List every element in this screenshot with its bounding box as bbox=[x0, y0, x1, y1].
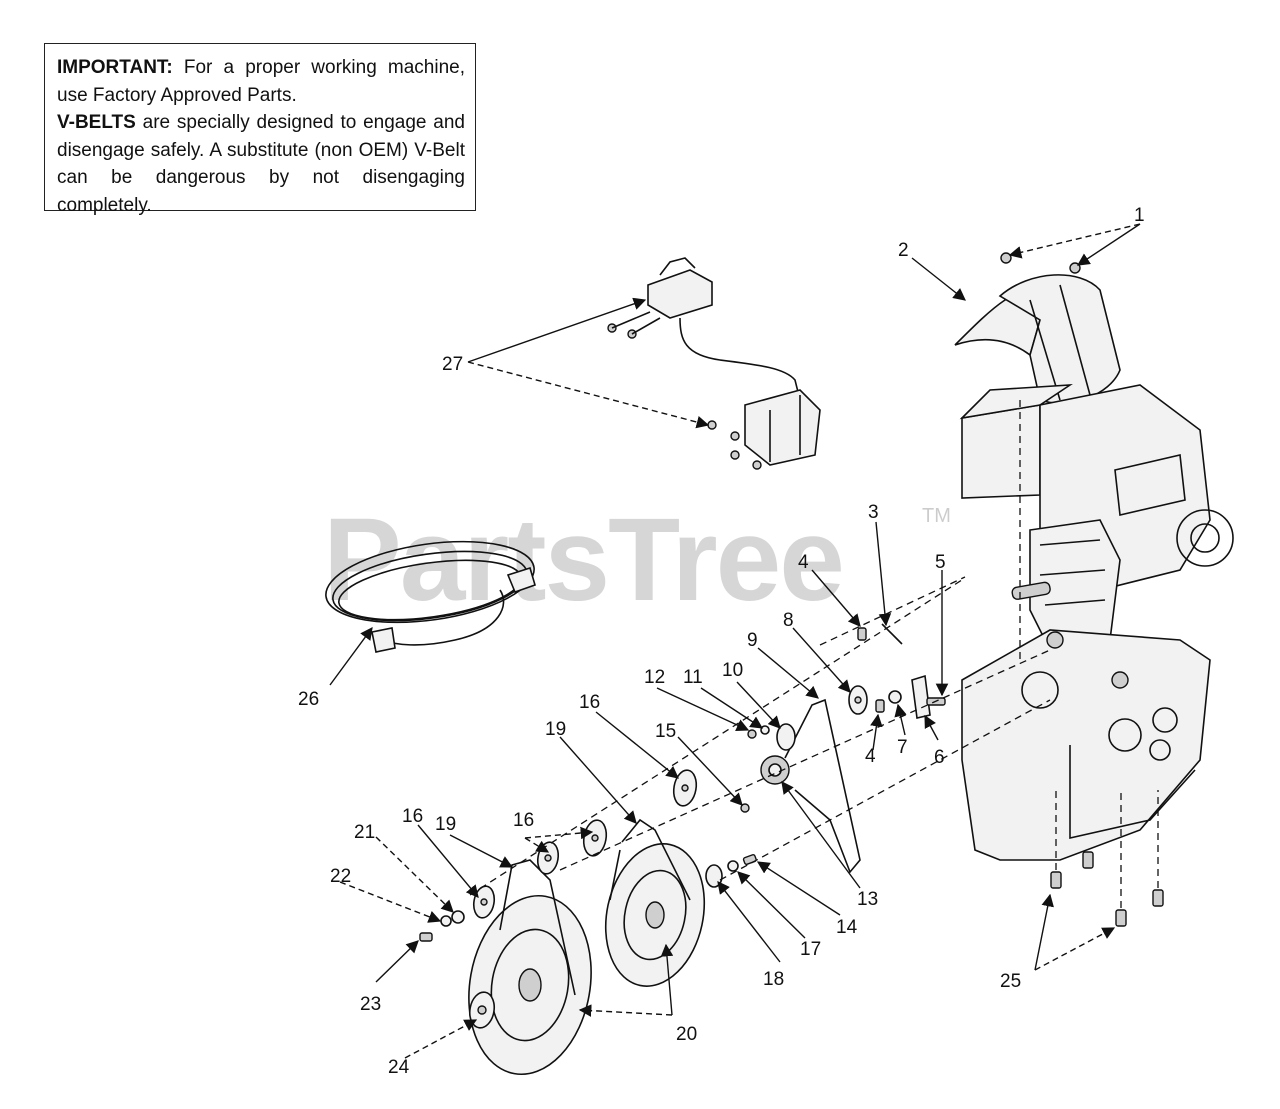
callout-24: 24 bbox=[388, 1057, 410, 1078]
callout-20: 20 bbox=[676, 1024, 697, 1045]
watermark-trademark: TM bbox=[922, 505, 951, 527]
watermark-text: PartsTree bbox=[323, 494, 843, 626]
callout-17: 17 bbox=[800, 939, 821, 960]
callout-26: 26 bbox=[298, 689, 319, 710]
callout-27: 27 bbox=[442, 354, 463, 375]
callout-11: 11 bbox=[683, 667, 703, 688]
callout-14: 14 bbox=[836, 917, 858, 938]
callout-25: 25 bbox=[1000, 971, 1021, 992]
notice-text-1: For a proper working machine, use Factor… bbox=[57, 57, 465, 106]
important-notice: IMPORTANT: For a proper working machine,… bbox=[44, 43, 476, 216]
notice-heading-vbelts: V-BELTS bbox=[57, 112, 136, 133]
callout-18: 18 bbox=[763, 969, 784, 990]
callout-4a: 4 bbox=[798, 552, 809, 573]
callout-16c: 16 bbox=[402, 806, 423, 827]
callout-3: 3 bbox=[868, 502, 879, 523]
callout-7: 7 bbox=[897, 737, 908, 758]
callout-5: 5 bbox=[935, 552, 946, 573]
callout-4b: 4 bbox=[865, 746, 876, 767]
callout-6: 6 bbox=[934, 747, 945, 768]
callout-2: 2 bbox=[898, 240, 909, 261]
callout-15: 15 bbox=[655, 721, 676, 742]
callout-10: 10 bbox=[722, 660, 743, 681]
switch-box-assembly bbox=[607, 257, 821, 470]
callout-16b: 16 bbox=[513, 810, 534, 831]
callout-23: 23 bbox=[360, 994, 381, 1015]
leader-lines bbox=[329, 223, 1141, 1059]
callout-19b: 19 bbox=[435, 814, 456, 835]
callout-numbers: 1 2 3 4 5 8 9 10 11 12 16 15 19 4 7 6 16… bbox=[298, 205, 1145, 1078]
callout-1: 1 bbox=[1134, 205, 1145, 226]
callout-22: 22 bbox=[330, 866, 351, 887]
callout-19a: 19 bbox=[545, 719, 566, 740]
callout-9: 9 bbox=[747, 630, 758, 651]
power-cord bbox=[325, 540, 536, 653]
callout-13: 13 bbox=[857, 889, 878, 910]
notice-heading: IMPORTANT: bbox=[57, 57, 173, 78]
callout-21: 21 bbox=[354, 822, 375, 843]
notice-text-2: are specially designed to engage and dis… bbox=[57, 112, 465, 216]
drive-components bbox=[419, 576, 1051, 1076]
callout-12: 12 bbox=[644, 667, 665, 688]
engine-assembly bbox=[954, 252, 1234, 927]
callout-8: 8 bbox=[783, 610, 794, 631]
callout-16a: 16 bbox=[579, 692, 600, 713]
